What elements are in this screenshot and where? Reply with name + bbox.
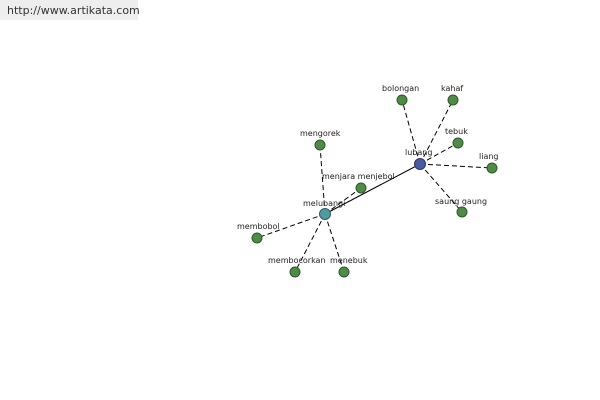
node-label-lubang[interactable]: lubang xyxy=(405,148,432,157)
url-banner: http://www.artikata.com xyxy=(0,0,140,20)
edge-lubang-saung-gaung xyxy=(419,163,463,213)
node-label-menebuk[interactable]: menebuk xyxy=(330,256,368,265)
edge-lubang-bolongan xyxy=(401,99,421,165)
node-label-membobol[interactable]: membobol xyxy=(237,222,280,231)
node-label-menjara-menjebol[interactable]: menjara menjebol xyxy=(322,172,395,181)
node-label-membocorkan[interactable]: membocorkan xyxy=(268,256,326,265)
node-lubang[interactable] xyxy=(414,158,426,170)
edge-lubang-tebuk xyxy=(419,142,459,165)
edge-melubangi-membocorkan xyxy=(294,213,326,273)
node-membocorkan[interactable] xyxy=(289,266,301,278)
node-tebuk[interactable] xyxy=(452,137,464,149)
node-label-saung-gaung[interactable]: saung gaung xyxy=(435,197,487,206)
nodes-layer xyxy=(251,94,498,278)
node-kahaf[interactable] xyxy=(447,94,459,106)
node-melubangi[interactable] xyxy=(319,208,331,220)
edge-lubang-kahaf xyxy=(419,99,454,165)
edge-melubangi-membobol xyxy=(256,213,326,239)
node-saung-gaung[interactable] xyxy=(456,206,468,218)
node-label-kahaf[interactable]: kahaf xyxy=(441,84,463,93)
labels-layer: lubang melubangi bolongan kahaf tebuk liang sa… xyxy=(237,84,499,265)
node-bolongan[interactable] xyxy=(396,94,408,106)
node-mengorek[interactable] xyxy=(314,139,326,151)
edge-melubangi-mengorek xyxy=(319,144,326,215)
node-label-melubangi[interactable]: melubangi xyxy=(303,199,345,208)
node-liang[interactable] xyxy=(486,162,498,174)
edges-layer xyxy=(256,99,493,273)
node-membobol[interactable] xyxy=(251,232,263,244)
node-menebuk[interactable] xyxy=(338,266,350,278)
node-label-tebuk[interactable]: tebuk xyxy=(445,127,468,136)
node-label-bolongan[interactable]: bolongan xyxy=(382,84,419,93)
node-label-mengorek[interactable]: mengorek xyxy=(300,129,341,138)
site-url[interactable]: http://www.artikata.com xyxy=(7,4,140,17)
edge-melubangi-menebuk xyxy=(324,213,345,273)
edge-lubang-melubangi xyxy=(324,163,421,215)
node-menjara-menjebol[interactable] xyxy=(355,182,367,194)
edge-lubang-liang xyxy=(419,163,493,169)
node-label-liang[interactable]: liang xyxy=(479,152,499,161)
